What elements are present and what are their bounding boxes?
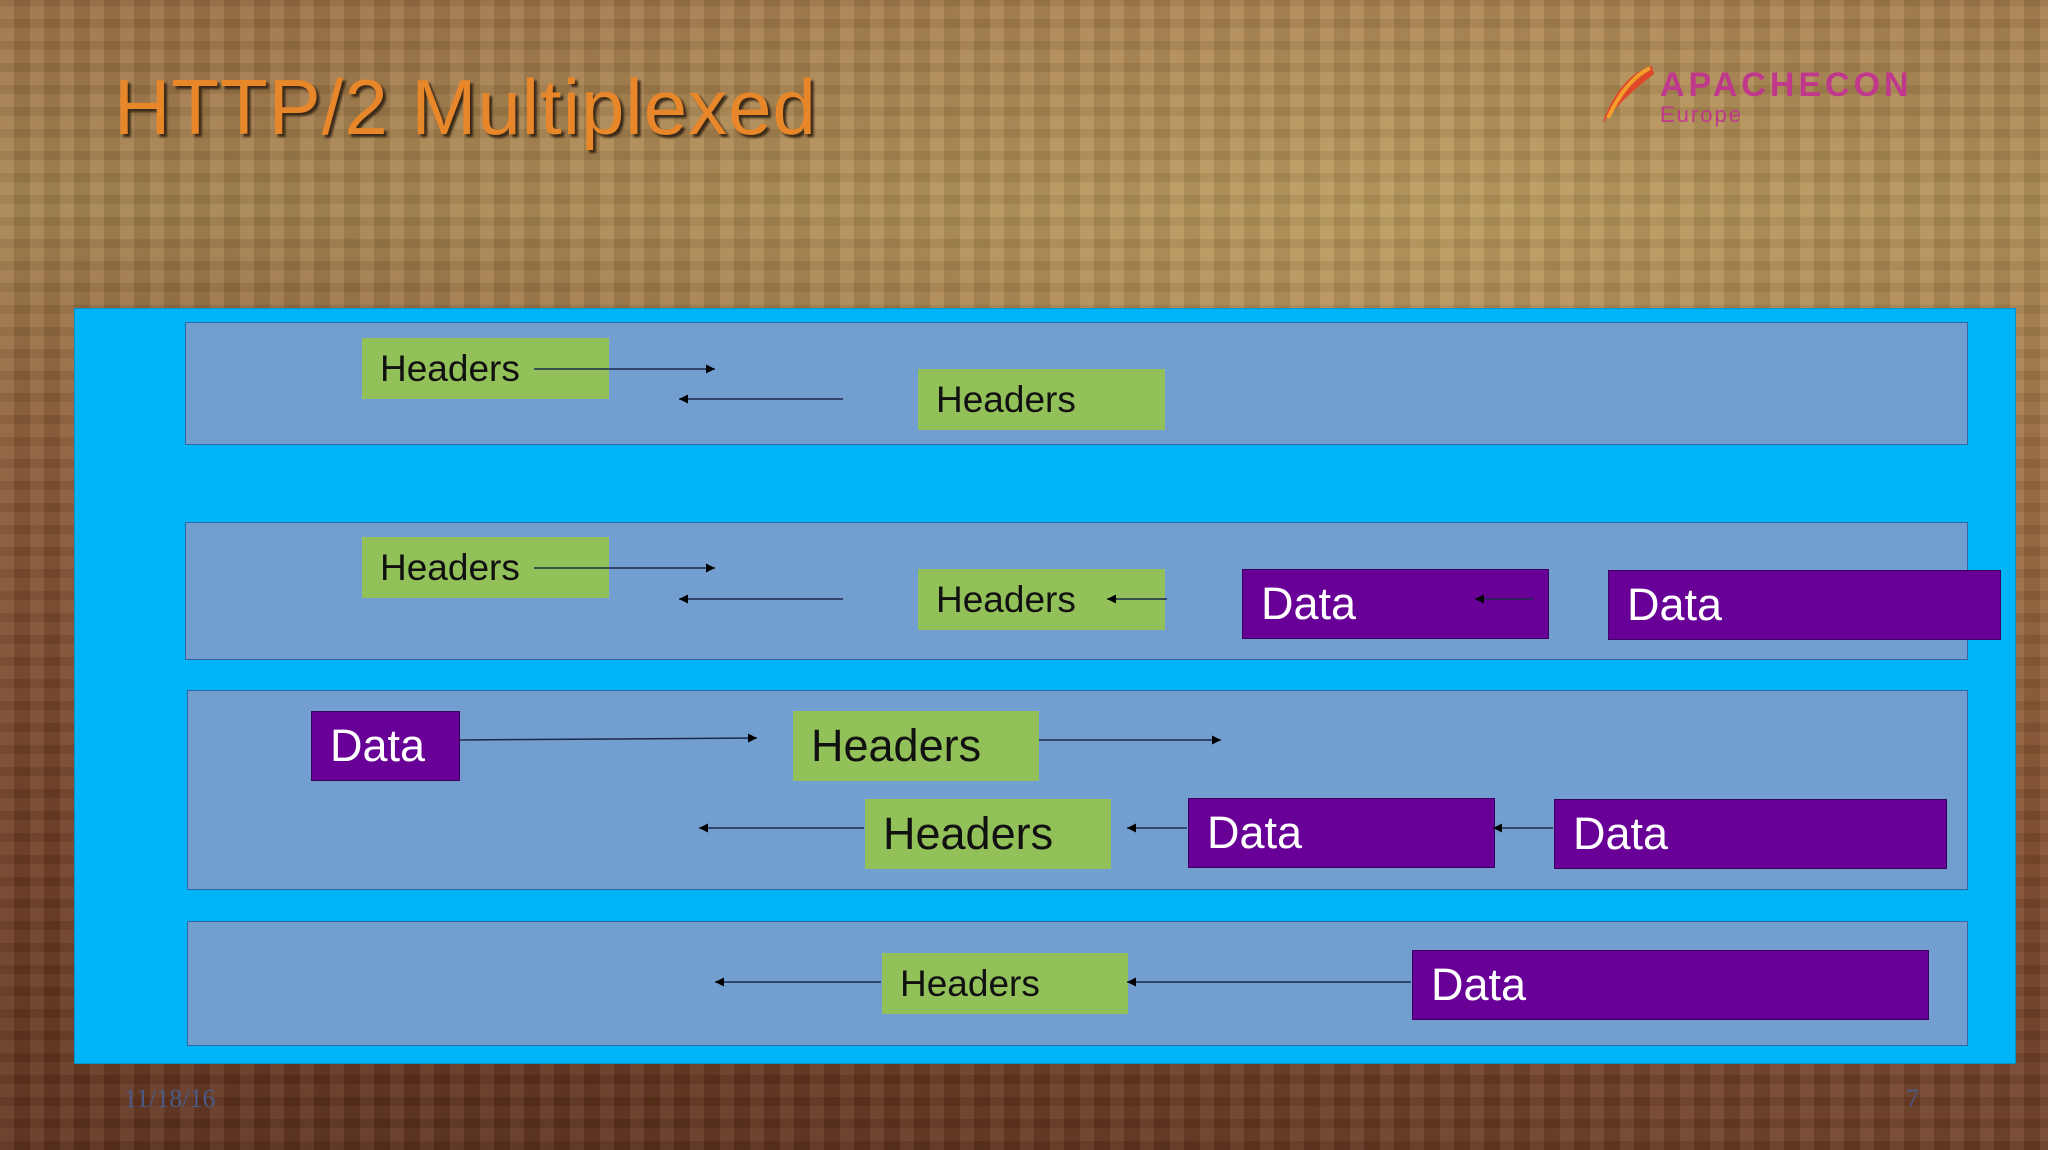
exchange-panel-3: Data Headers Headers Data Data xyxy=(187,690,1968,890)
apachecon-logo: APACHECON Europe xyxy=(1590,62,2020,132)
frame-arrows xyxy=(459,364,1553,987)
logo-subtitle: Europe xyxy=(1660,102,1743,127)
headers-box: Headers xyxy=(793,711,1039,781)
request-arrow xyxy=(459,733,758,743)
logo-text: APACHECON xyxy=(1660,66,1913,104)
data-box: Data xyxy=(311,711,460,781)
data-box: Data xyxy=(1554,799,1947,869)
data-box: Data xyxy=(1412,950,1929,1020)
headers-box: Headers xyxy=(918,369,1165,430)
slide-number: 7 xyxy=(1906,1084,1919,1113)
feather-icon xyxy=(1602,66,1654,124)
exchange-panel-4: Headers Data xyxy=(187,921,1968,1046)
multiplex-diagram: Headers Headers Headers Headers Data Dat… xyxy=(74,308,2016,1064)
exchange-panel-1: Headers Headers xyxy=(185,322,1968,445)
slide-date: 11/18/16 xyxy=(124,1084,216,1113)
data-box: Data xyxy=(1242,569,1549,639)
exchange-panel-2: Headers Headers Data Data xyxy=(185,522,2001,660)
headers-box: Headers xyxy=(882,953,1128,1014)
headers-box: Headers xyxy=(865,799,1111,869)
slide-title: HTTP/2 Multiplexed xyxy=(114,63,817,151)
data-box: Data xyxy=(1188,798,1495,868)
data-box: Data xyxy=(1608,570,2001,640)
